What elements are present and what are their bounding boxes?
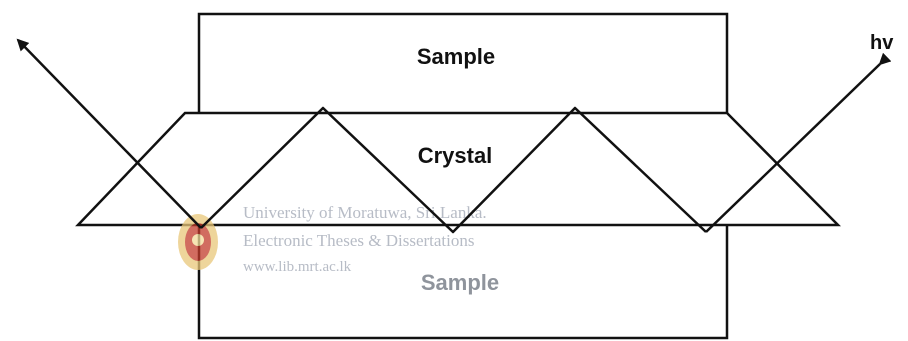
top-sample-label: Sample: [417, 44, 495, 69]
bottom-sample-block: [197, 225, 729, 340]
top-sample-block: [197, 12, 729, 113]
university-crest-icon: [178, 214, 218, 270]
photon-energy-label: hv: [870, 32, 894, 54]
exit-ray: [16, 38, 202, 229]
crystal-outline: [75, 111, 841, 227]
watermark-line3: www.lib.mrt.ac.lk: [243, 259, 352, 275]
internal-reflection-path: [200, 106, 707, 234]
bottom-sample-label: Sample: [421, 270, 499, 295]
watermark-line1: University of Moratuwa, Sri Lanka.: [243, 203, 487, 222]
incident-ray: [705, 52, 892, 233]
watermark-line2: Electronic Theses & Dissertations: [243, 231, 475, 250]
crystal-label: Crystal: [418, 143, 493, 168]
